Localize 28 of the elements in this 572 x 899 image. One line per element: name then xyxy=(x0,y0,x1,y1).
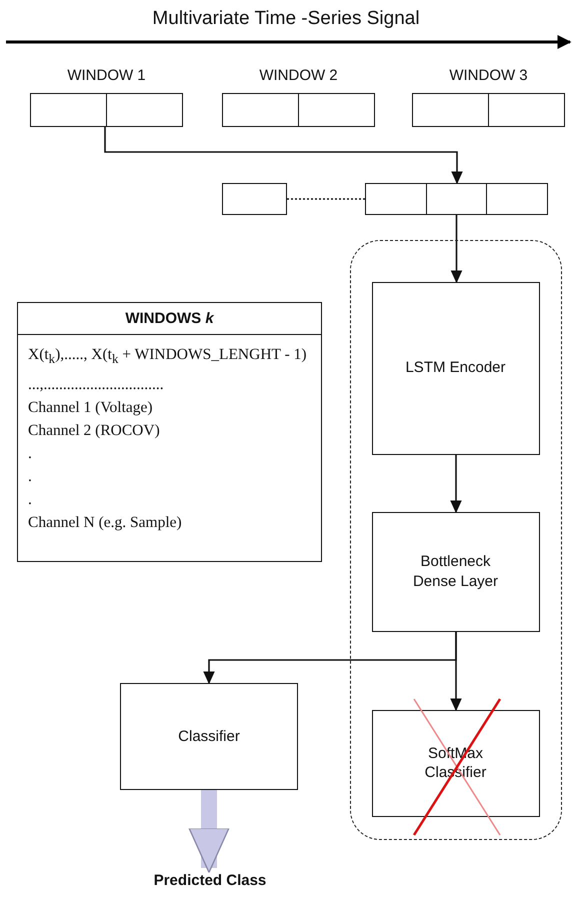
window-label: WINDOW 3 xyxy=(448,66,529,86)
info-table xyxy=(17,302,322,562)
block-arrow xyxy=(188,790,230,874)
dotted-connector xyxy=(287,198,365,200)
table-text: Channel N (e.g. Sample) xyxy=(27,513,183,534)
window-label: WINDOW 2 xyxy=(258,66,339,86)
table-text: Channel 1 (Voltage) xyxy=(27,398,154,418)
arrow xyxy=(104,127,463,184)
dashed-group-outline xyxy=(350,240,562,840)
process-box xyxy=(372,282,540,454)
table-heading: WINDOWS k xyxy=(18,303,321,335)
arrow xyxy=(450,455,462,514)
arrow xyxy=(450,632,462,712)
box-label: Bottleneck Dense Layer xyxy=(412,552,500,591)
process-box xyxy=(372,512,540,632)
axis-label: Multivariate Time -Series Signal xyxy=(151,8,421,30)
table-text: . xyxy=(27,444,33,464)
arrow xyxy=(450,215,462,284)
table-text: Channel 2 (ROCOV) xyxy=(27,421,161,442)
table-text: X(t$_{k}$),....., X(t$_{k}$ + WINDOWS_LENGHT - 1) xyxy=(27,345,308,368)
box-label: LSTM Encoder xyxy=(404,358,507,378)
table-text: . xyxy=(27,467,33,488)
window-label: WINDOW 1 xyxy=(66,66,147,86)
box-label: Classifier xyxy=(177,726,241,746)
output-label: Predicted Class xyxy=(152,872,268,889)
process-box xyxy=(120,683,298,790)
table-text: . xyxy=(27,490,33,510)
table-text: ...,............................... xyxy=(27,375,165,396)
